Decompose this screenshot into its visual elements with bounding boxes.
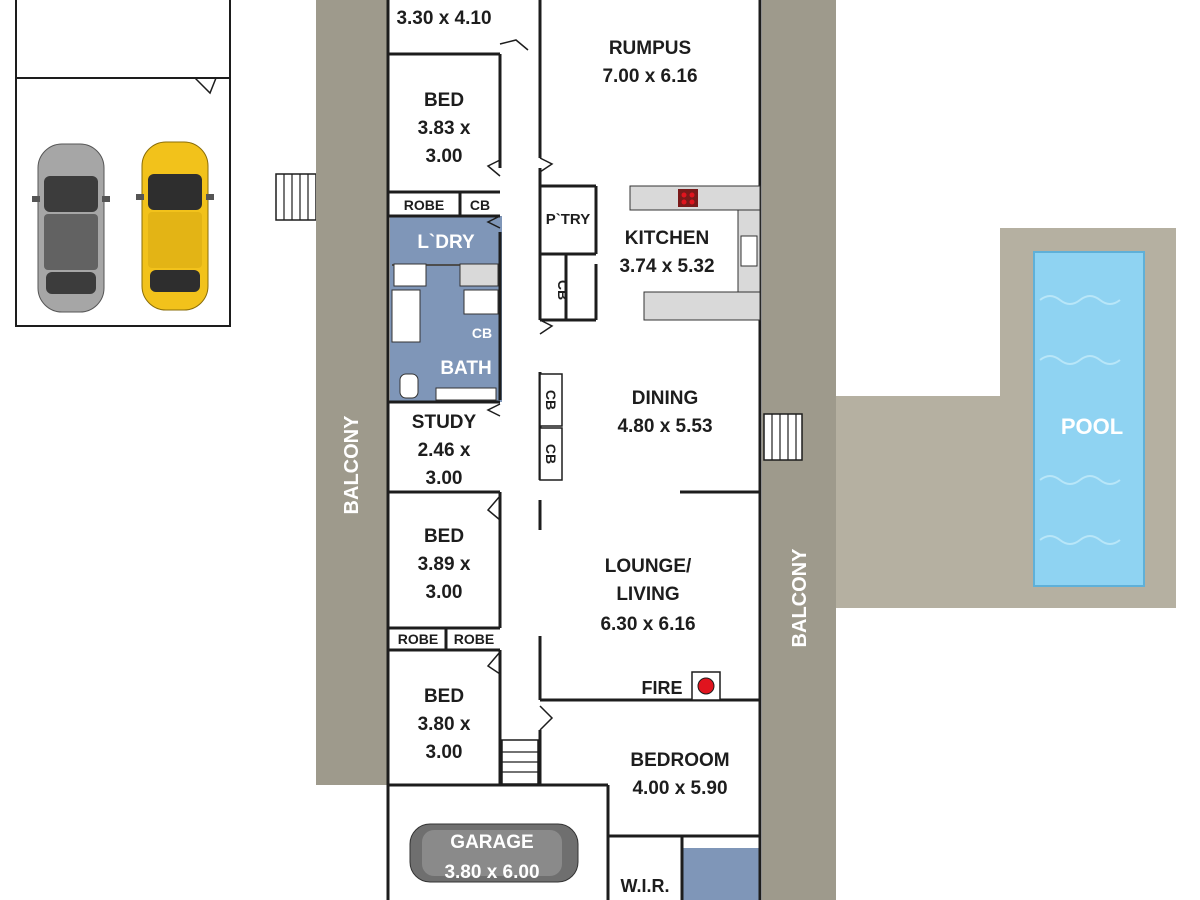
bed1-name: BED (424, 90, 464, 111)
cb2-label: CB (472, 325, 492, 341)
door-swings (486, 39, 554, 731)
bed3-name: BED (424, 686, 464, 707)
cb-dining2-label: CB (543, 444, 559, 464)
bedroom-size: 4.00 x 5.90 (632, 778, 727, 799)
bed3-size2: 3.00 (426, 742, 463, 763)
study-name: STUDY (412, 412, 477, 433)
cb1-label: CB (470, 197, 490, 213)
garage-size: 3.80 x 6.00 (444, 862, 539, 883)
dining-cupboards (539, 373, 563, 481)
interior-stairs (501, 739, 539, 785)
bath-label: BATH (440, 358, 491, 379)
bed1-size1: 3.83 x (418, 118, 471, 139)
cb-dining1-label: CB (543, 390, 559, 410)
bed2-size2: 3.00 (426, 582, 463, 603)
right-stairs (763, 413, 803, 461)
wir-label: W.I.R. (621, 876, 670, 896)
left-balcony (316, 0, 388, 785)
cb-pantry-label: CB (555, 280, 571, 300)
bed1-size2: 3.00 (426, 146, 463, 167)
kitchen-size: 3.74 x 5.32 (619, 256, 714, 277)
pool-water (1033, 251, 1145, 587)
left-stairs (275, 173, 317, 221)
study-size1: 2.46 x (418, 440, 471, 461)
robe2a-label: ROBE (398, 631, 438, 647)
dining-name: DINING (632, 388, 699, 409)
ensuite-wet-area (682, 848, 760, 900)
carport (15, 0, 231, 327)
rumpus-size: 7.00 x 6.16 (602, 66, 697, 87)
yellow-car-icon (136, 141, 214, 311)
dining-size: 4.80 x 5.53 (617, 416, 712, 437)
fireplace-icon (691, 671, 721, 701)
balcony-right-label: BALCONY (789, 548, 811, 648)
garage-name: GARAGE (450, 832, 533, 853)
bed3-size1: 3.80 x (418, 714, 471, 735)
walls (386, 0, 762, 900)
silver-car-icon (32, 143, 110, 313)
garage-car-icon (409, 823, 579, 883)
kitchen-benches (629, 185, 761, 321)
bed2-name: BED (424, 526, 464, 547)
top-bed-size: 3.30 x 4.10 (396, 8, 491, 29)
pool-label: POOL (1061, 414, 1123, 439)
lounge-line2: LIVING (616, 584, 679, 605)
rumpus-name: RUMPUS (609, 38, 691, 59)
study-size2: 3.00 (426, 468, 463, 489)
lounge-line1: LOUNGE/ (605, 556, 692, 577)
wet-areas (390, 216, 502, 402)
lounge-size: 6.30 x 6.16 (600, 614, 695, 635)
pantry-label: P`TRY (546, 211, 590, 228)
balcony-left-label: BALCONY (341, 415, 363, 515)
robe1-label: ROBE (404, 197, 444, 213)
pool-deck (836, 228, 1176, 608)
bedroom-name: BEDROOM (630, 750, 729, 771)
fire-label: FIRE (641, 678, 682, 698)
kitchen-name: KITCHEN (625, 228, 709, 249)
robe2b-label: ROBE (454, 631, 494, 647)
laundry-label: L`DRY (417, 232, 475, 253)
bed2-size1: 3.89 x (418, 554, 471, 575)
